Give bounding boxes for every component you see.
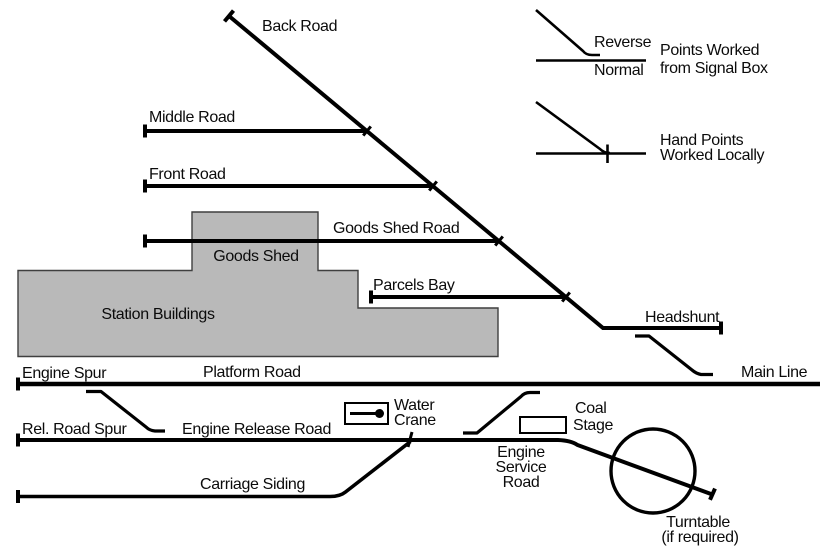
- legend-label-reverse: Reverse: [594, 34, 652, 51]
- signal-point-headshunt-main: [635, 334, 713, 377]
- track-engine-release-service-road: [18, 438, 712, 496]
- track-carriage-siding: [18, 440, 412, 499]
- legend-label-signal-box-line2: from Signal Box: [660, 60, 768, 77]
- label-back-road: Back Road: [262, 18, 337, 35]
- turntable-circle: [609, 427, 697, 515]
- hand-point-marker-goods-shed-road: [494, 235, 504, 247]
- legend-label-normal: Normal: [594, 62, 643, 79]
- label-coal-stage-line2: Stage: [573, 417, 614, 434]
- water-crane-head-icon: [375, 409, 384, 418]
- structures-layer: [344, 402, 567, 434]
- hand-point-marker-front-road: [428, 180, 438, 192]
- buffer-stop-back-road: [222, 9, 236, 23]
- legend-label-hand-points-line2: Worked Locally: [660, 147, 765, 164]
- signal-point-platform-release: [86, 389, 165, 433]
- legend-label-signal-box-line1: Points Worked: [660, 42, 759, 59]
- signal-point-release-main: [463, 390, 540, 435]
- labels-layer: Back Road Middle Road Front Road Goods S…: [22, 18, 808, 546]
- legend-signal-box-point-symbol: [535, 9, 600, 57]
- hand-point-marker-parcels-bay: [561, 291, 571, 303]
- hand-point-marker-middle-road: [362, 125, 372, 137]
- legend-hand-point-symbol: [535, 100, 611, 155]
- label-parcels-bay: Parcels Bay: [373, 277, 455, 294]
- station-buildings-shape: [17, 211, 499, 358]
- track-back-road-diagonal: [227, 14, 721, 330]
- label-turntable-line2: (if required): [661, 529, 738, 546]
- label-engine-service-road-line3: Road: [503, 474, 540, 491]
- label-middle-road: Middle Road: [149, 109, 235, 126]
- label-coal-stage-line1: Coal: [575, 400, 607, 417]
- label-goods-shed-road: Goods Shed Road: [333, 220, 459, 237]
- label-carriage-siding: Carriage Siding: [200, 476, 305, 493]
- legend-label-hand-points-line1: Hand Points: [660, 132, 744, 149]
- legend: [535, 9, 646, 163]
- label-station-buildings: Station Buildings: [101, 306, 215, 323]
- label-platform-road: Platform Road: [203, 364, 301, 381]
- label-main-line: Main Line: [741, 364, 808, 381]
- label-engine-service-road-line1: Engine: [497, 444, 545, 461]
- tracks-layer: [16, 9, 820, 515]
- label-rel-road-spur: Rel. Road Spur: [22, 421, 128, 438]
- label-front-road: Front Road: [149, 166, 226, 183]
- label-engine-service-road-line2: Service: [496, 459, 547, 476]
- buffer-stop-turntable-road: [708, 487, 717, 501]
- label-turntable-line1: Turntable: [666, 514, 730, 531]
- label-engine-release-road: Engine Release Road: [182, 421, 331, 438]
- coal-stage-symbol: [519, 416, 567, 434]
- label-water-crane-line1: Water: [394, 397, 435, 414]
- label-goods-shed: Goods Shed: [213, 248, 298, 265]
- buildings-layer: [17, 211, 499, 358]
- label-headshunt: Headshunt: [645, 309, 720, 326]
- label-engine-spur: Engine Spur: [22, 365, 107, 382]
- label-water-crane-line2: Crane: [394, 412, 436, 429]
